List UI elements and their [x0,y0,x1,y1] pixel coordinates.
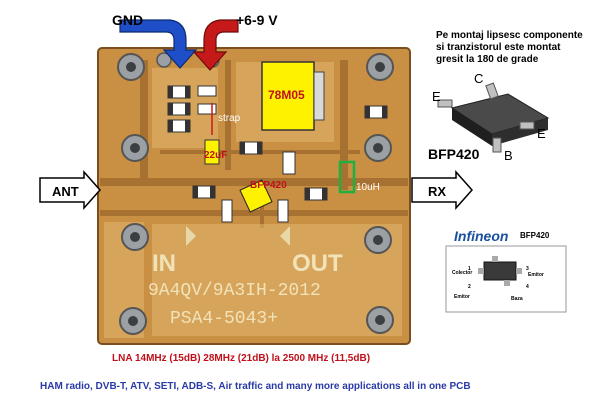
infineon-card [445,245,567,313]
smd-part [167,119,191,133]
infineon-pin-colector: Colector [452,270,473,276]
silk-in: IN [152,250,176,277]
smd-part [221,199,233,223]
infineon-pin-baza: Baza [511,296,523,302]
transistor-bfp420-mounted [239,179,273,213]
bfp420-name: BFP420 [428,146,480,162]
silk-callsigns: 9A4QV/9A3IH-2012 [148,281,321,301]
transistor-label: BFP420 [250,180,287,191]
infineon-pin-emitor-right: Emitor [528,272,544,278]
infineon-num-1: 1 [468,266,471,272]
vin-arrow [192,19,239,71]
strap-label: strap [218,113,241,124]
smd-part [197,103,217,115]
smd-part [204,139,220,165]
gnd-label: GND [112,12,144,28]
infineon-pin-emitor-left: Emitor [454,294,470,300]
smd-part [277,199,289,223]
rx-arrow [411,170,474,210]
smd-part [192,185,216,199]
rx-label: RX [428,184,447,199]
smd-part [167,102,191,116]
smd-part [304,187,328,201]
silk-part-number: PSA4-5043+ [170,309,279,329]
smd-part [197,85,217,97]
infineon-num-2: 2 [468,284,471,290]
pin-c: C [474,71,484,86]
smd-part [364,105,388,119]
apps-caption: HAM radio, DVB-T, ATV, SETI, ADB-S, Air … [40,381,471,392]
infineon-logo: Infineon [454,228,509,244]
infineon-num-3: 3 [526,266,529,272]
lna-caption: LNA 14MHz (15dB) 28MHz (21dB) la 2500 MH… [112,353,371,364]
inductor-label: 10uH [356,182,380,193]
pin-b: B [504,148,513,163]
vin-label: +6-9 V [236,12,278,28]
inductor-10uh [338,160,356,194]
smd-part [167,85,191,99]
smd-part [282,151,296,175]
pin-e-left: E [432,89,441,104]
infineon-num-4: 4 [526,284,529,290]
assembly-note: Pe montaj lipsesc componente si tranzist… [436,30,583,65]
ant-arrow [39,170,102,210]
silk-out: OUT [292,250,343,277]
ant-label: ANT [52,184,79,199]
pin-e-right: E [537,126,546,141]
gnd-arrow [119,19,198,69]
smd-components [167,85,388,223]
infineon-part: BFP420 [520,231,550,240]
bfp420-package-drawing [437,82,550,153]
smd-part [239,141,263,155]
regulator-label: 78M05 [268,88,305,102]
cap-label: 22uF [204,150,228,161]
